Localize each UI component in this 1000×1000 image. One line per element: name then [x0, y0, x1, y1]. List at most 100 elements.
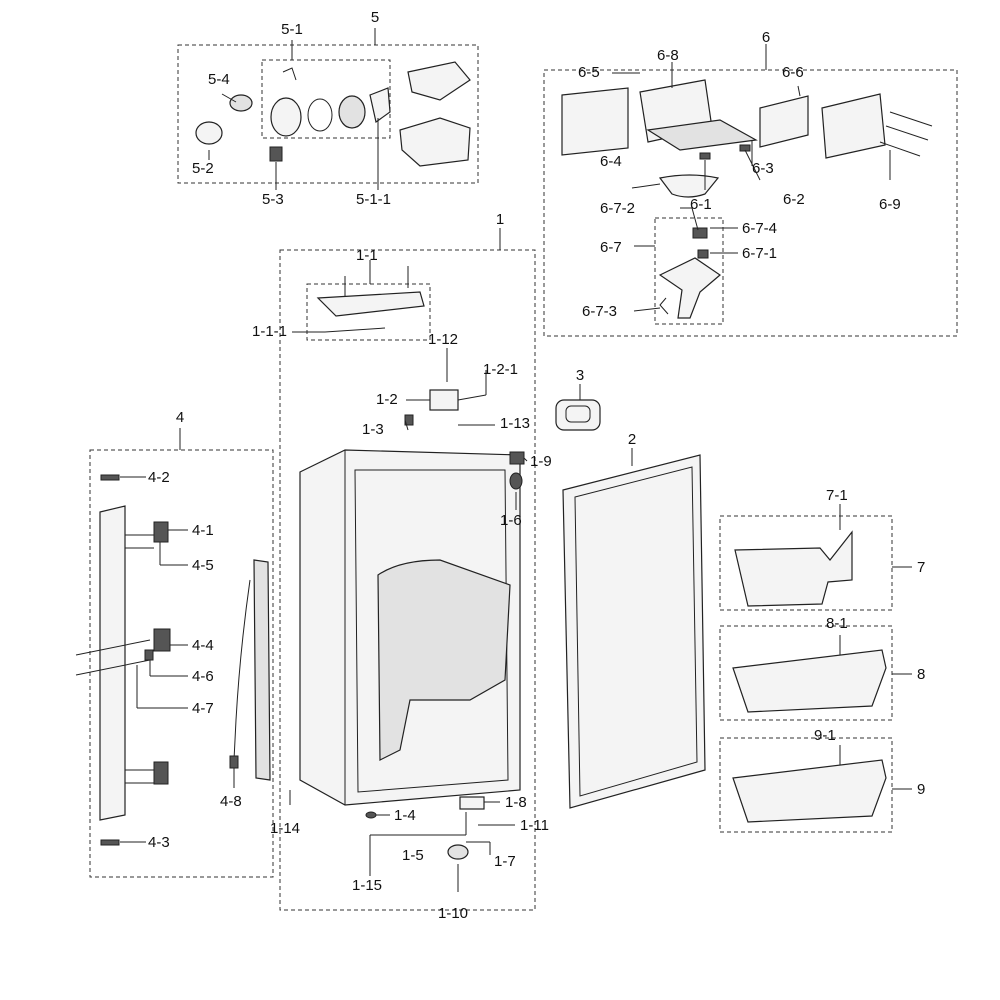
wire-1-1-1-part [324, 327, 386, 333]
bottom-hinge-1-8-part [459, 796, 485, 810]
gear-part [338, 95, 366, 129]
label-5-1: 5-1 [281, 21, 303, 38]
label-5: 5 [371, 9, 379, 26]
label-6-4: 6-4 [600, 153, 622, 170]
handle-bar-part [99, 505, 126, 821]
label-6-9: 6-9 [879, 196, 901, 213]
label-6-1: 6-1 [690, 196, 712, 213]
group-6-box [543, 69, 958, 337]
label-6-7-3: 6-7-3 [582, 303, 617, 320]
label-6-6: 6-6 [782, 64, 804, 81]
label-1-13: 1-13 [500, 415, 530, 432]
label-6-7-4: 6-7-4 [742, 220, 777, 237]
part-3: 3 [555, 367, 601, 431]
dispenser-housing-part [377, 559, 511, 761]
part-2: 2 [562, 431, 706, 809]
housing-part [399, 117, 471, 167]
label-7-1: 7-1 [826, 487, 848, 504]
label-1-6: 1-6 [500, 512, 522, 529]
gasket-ring-part [270, 97, 302, 137]
label-1-3: 1-3 [362, 421, 384, 438]
label-1-11: 1-11 [520, 817, 549, 834]
label-6-7-1: 6-7-1 [742, 245, 777, 262]
motor-part [195, 121, 223, 145]
label-4-1: 4-1 [192, 522, 214, 539]
label-6-3: 6-3 [752, 160, 774, 177]
group-1-1-box [306, 283, 431, 341]
label-1-9: 1-9 [530, 453, 552, 470]
label-4: 4 [176, 409, 184, 426]
label-1-10: 1-10 [438, 905, 468, 922]
door-gasket-part [562, 454, 706, 809]
label-1-8: 1-8 [505, 794, 527, 811]
label-6-8: 6-8 [657, 47, 679, 64]
group-5-assembly: 5 5-1 5-4 5-2 5-3 5-1-1 [177, 9, 479, 208]
label-3: 3 [576, 367, 584, 384]
label-4-3: 4-3 [148, 834, 170, 851]
label-9-1: 9-1 [814, 727, 836, 744]
label-4-5: 4-5 [192, 557, 214, 574]
cap-1-2-part [429, 389, 459, 411]
label-1-2-1: 1-2-1 [483, 361, 518, 378]
handle-clip-part [144, 649, 154, 661]
label-5-1-1: 5-1-1 [356, 191, 391, 208]
micro-switch-part [697, 249, 709, 259]
group-8-assembly: 8-1 8 [719, 615, 925, 721]
hinge-cap-1-5-part [447, 844, 469, 860]
group-5-1-box [261, 59, 391, 139]
label-6-7-2: 6-7-2 [600, 200, 635, 217]
group-7-assembly: 7-1 7 [719, 487, 925, 611]
valve-1-6-part [509, 472, 523, 490]
group-1-box [279, 249, 536, 911]
connector-part [229, 755, 239, 769]
screw-4-3-part [100, 839, 120, 846]
screw-4-2-part [100, 474, 120, 481]
group-8-box [719, 625, 893, 721]
trim-strip-part [253, 559, 271, 781]
label-8-1: 8-1 [826, 615, 848, 632]
label-1-14: 1-14 [270, 820, 300, 837]
label-2: 2 [628, 431, 636, 448]
label-1: 1 [496, 211, 504, 228]
group-5-box [177, 44, 479, 184]
label-4-2: 4-2 [148, 469, 170, 486]
door-bin-8-part [732, 649, 887, 713]
label-7: 7 [917, 559, 925, 576]
group-4-box [89, 449, 274, 878]
lever-part [658, 257, 721, 319]
group-1-assembly: 1 1-1 1-1-1 1-12 1-2-1 1-2 1-3 1-13 1-9 … [252, 211, 552, 922]
label-1-1-1: 1-1-1 [252, 323, 287, 340]
label-6-5: 6-5 [578, 64, 600, 81]
label-4-7: 4-7 [192, 700, 214, 717]
handle-mount-mid-part [153, 628, 171, 652]
door-inner-frame-part [354, 469, 509, 793]
switch-part [269, 146, 283, 162]
housing-cover-part [821, 93, 886, 159]
tray-part [646, 119, 758, 151]
clip-6-1-part [699, 152, 711, 160]
label-1-12: 1-12 [428, 331, 458, 348]
label-5-2: 5-2 [192, 160, 214, 177]
label-1-1: 1-1 [356, 247, 378, 264]
spring-part [282, 67, 297, 81]
label-4-4: 4-4 [192, 637, 214, 654]
pcb-part [759, 95, 809, 148]
funnel-part [658, 174, 720, 198]
label-5-3: 5-3 [262, 191, 284, 208]
cap-1-9-part [509, 451, 525, 465]
label-1-7: 1-7 [494, 853, 516, 870]
spring-6-7-3-part [659, 297, 669, 315]
duct-part [407, 61, 471, 101]
label-4-6: 4-6 [192, 668, 214, 685]
cover-part [229, 94, 253, 112]
door-bin-7-part [734, 530, 853, 607]
label-6-7: 6-7 [600, 239, 622, 256]
label-5-4: 5-4 [208, 71, 230, 88]
screw-1-4-part [365, 811, 377, 819]
group-6-assembly: 6 6-5 6-8 6-6 6-3 6-4 6-2 6-1 6-9 6-7-2 … [543, 29, 958, 337]
handle-mount-top-part [153, 521, 169, 543]
door-bin-9-part [732, 759, 887, 823]
group-9-assembly: 9-1 9 [719, 727, 925, 833]
gasket-cap-part [555, 399, 601, 431]
